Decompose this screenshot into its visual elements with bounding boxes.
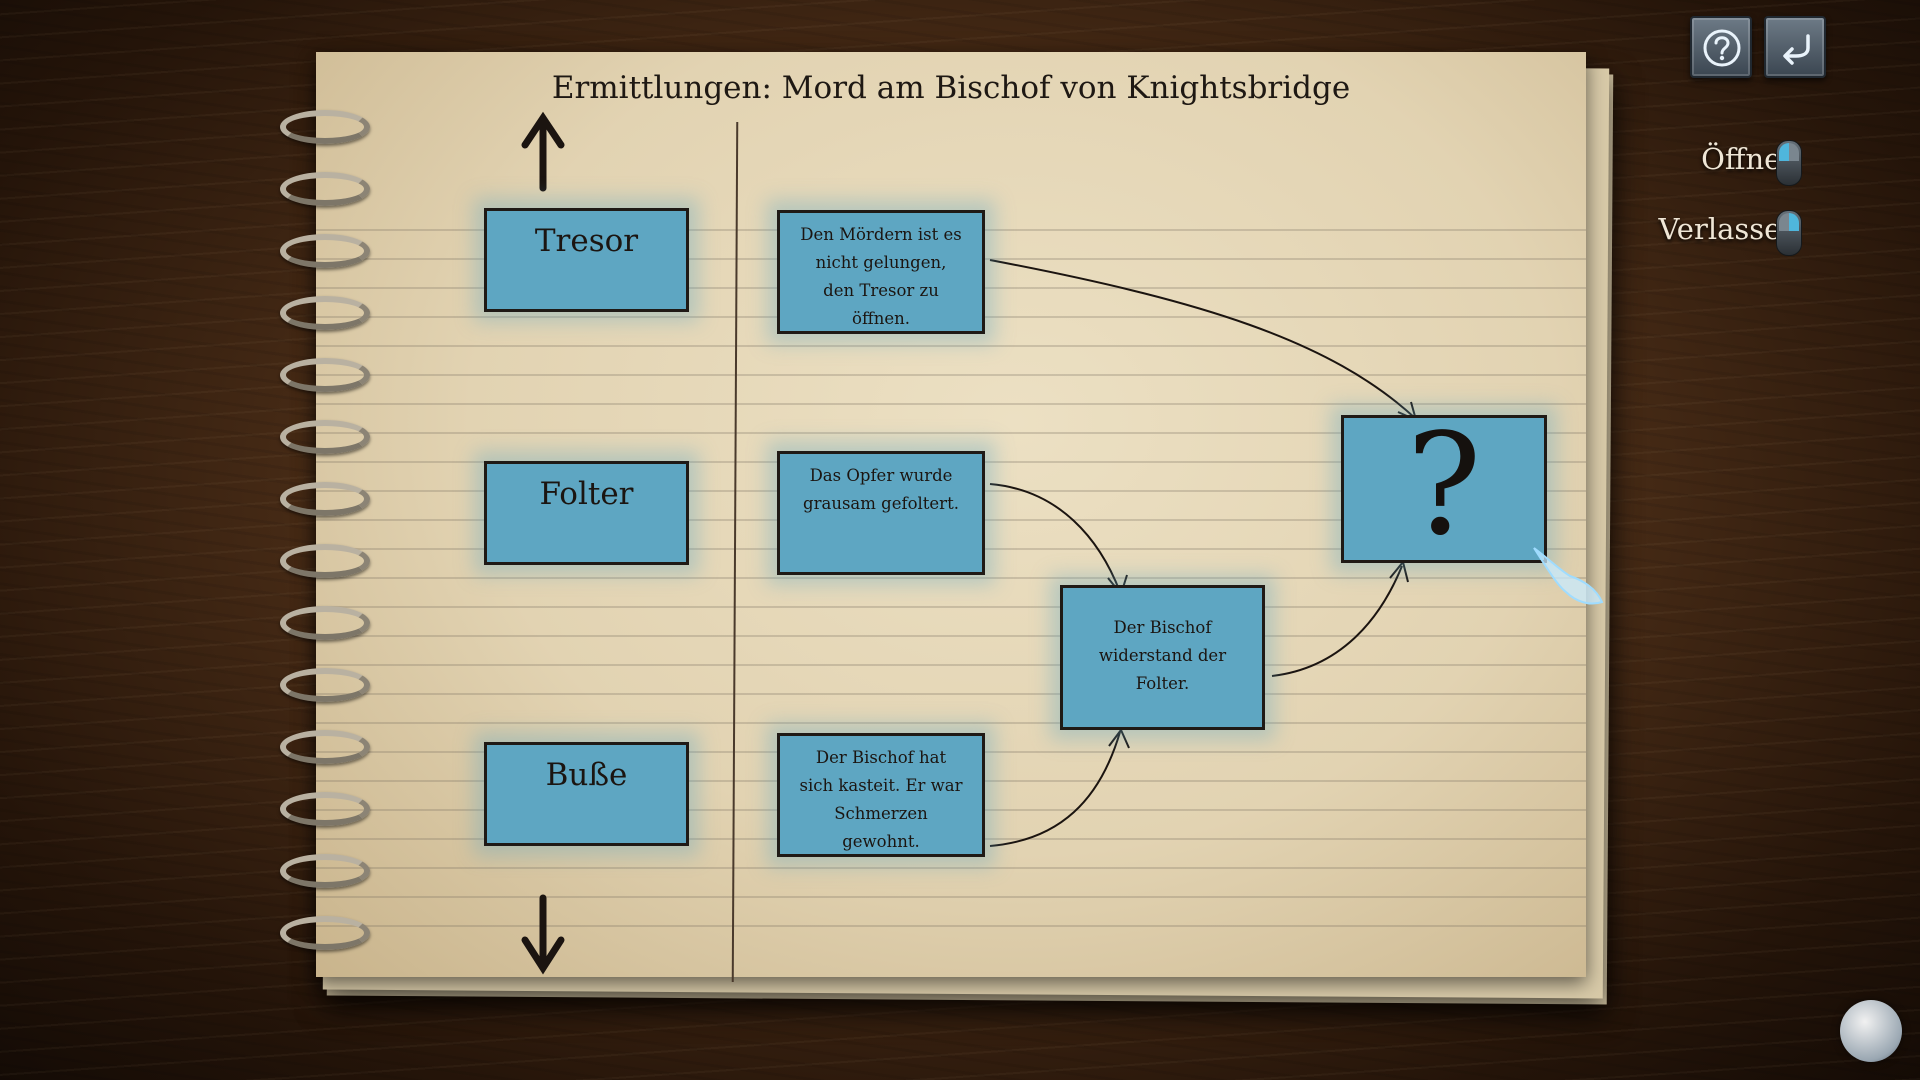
category-card-busse[interactable]: Buße	[484, 742, 689, 846]
mouse-left-icon	[1776, 140, 1802, 186]
spiral-ring	[280, 420, 370, 454]
mouse-left-button	[1779, 143, 1789, 161]
fact-text: Das Opfer wurde grausam gefoltert.	[803, 466, 959, 513]
hand-cursor-icon	[1533, 547, 1604, 605]
spiral-binding	[280, 110, 390, 950]
mystery-card[interactable]: ?	[1341, 415, 1547, 563]
spiral-ring	[280, 730, 370, 764]
fact-card-tresor[interactable]: Den Mördern ist es nicht gelungen, den T…	[777, 210, 985, 334]
question-mark-icon: ?	[1406, 404, 1482, 567]
help-icon	[1703, 29, 1741, 67]
category-label: Folter	[539, 476, 634, 512]
mouse-right-icon	[1776, 210, 1802, 256]
category-label: Buße	[545, 757, 628, 793]
spiral-ring	[280, 854, 370, 888]
watermark-logo	[1840, 1000, 1902, 1062]
spiral-ring	[280, 606, 370, 640]
category-label: Tresor	[534, 223, 639, 259]
category-card-folter[interactable]: Folter	[484, 461, 689, 565]
spiral-ring	[280, 792, 370, 826]
spiral-ring	[280, 916, 370, 950]
fact-text: Der Bischof hat sich kasteit. Er war Sch…	[799, 748, 963, 851]
spiral-ring	[280, 172, 370, 206]
back-button[interactable]	[1764, 16, 1826, 78]
mouse-left-button	[1779, 213, 1789, 231]
spiral-ring	[280, 234, 370, 268]
conclusion-text: Der Bischof widerstand der Folter.	[1098, 618, 1227, 693]
spiral-ring	[280, 668, 370, 702]
spiral-ring	[280, 296, 370, 330]
back-icon	[1783, 34, 1810, 65]
fact-text: Den Mördern ist es nicht gelungen, den T…	[800, 225, 962, 328]
help-button[interactable]	[1690, 16, 1752, 78]
mouse-right-button	[1789, 143, 1799, 161]
spiral-ring	[280, 358, 370, 392]
fact-card-busse[interactable]: Der Bischof hat sich kasteit. Er war Sch…	[777, 733, 985, 857]
spiral-ring	[280, 544, 370, 578]
mouse-right-button	[1789, 213, 1799, 231]
category-card-tresor[interactable]: Tresor	[484, 208, 689, 312]
page-title: Ermittlungen: Mord am Bischof von Knight…	[551, 70, 1351, 106]
conclusion-card[interactable]: Der Bischof widerstand der Folter.	[1060, 585, 1265, 730]
fact-card-folter[interactable]: Das Opfer wurde grausam gefoltert.	[777, 451, 985, 575]
spiral-ring	[280, 482, 370, 516]
spiral-ring	[280, 110, 370, 144]
